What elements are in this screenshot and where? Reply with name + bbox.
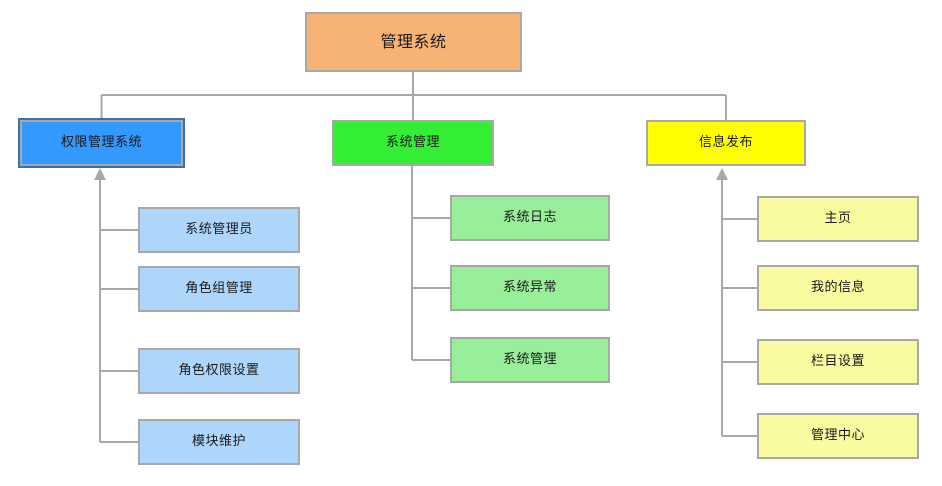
arrowhead-up-icon-permission — [94, 168, 106, 180]
node-publish[interactable]: 信息发布 — [646, 120, 806, 166]
node-label: 系统管理 — [385, 134, 440, 150]
node-system[interactable]: 系统管理 — [332, 120, 494, 166]
node-label: 管理系统 — [380, 32, 447, 52]
node-permission-child-0[interactable]: 系统管理员 — [138, 207, 300, 253]
node-label: 系统异常 — [502, 279, 557, 295]
node-label: 管理中心 — [810, 427, 865, 443]
node-label: 我的信息 — [810, 279, 865, 295]
node-permission-child-2[interactable]: 角色权限设置 — [138, 348, 300, 394]
node-label: 信息发布 — [698, 134, 753, 150]
node-label: 栏目设置 — [810, 353, 865, 369]
node-system-child-1[interactable]: 系统异常 — [450, 265, 610, 311]
node-label: 角色权限设置 — [178, 362, 260, 378]
node-label: 权限管理系统 — [60, 134, 142, 150]
node-permission[interactable]: 权限管理系统 — [20, 120, 183, 166]
node-permission-child-1[interactable]: 角色组管理 — [138, 266, 300, 312]
node-label: 主页 — [824, 210, 852, 226]
node-label: 系统日志 — [502, 209, 557, 225]
node-label: 模块维护 — [191, 433, 246, 449]
node-label: 系统管理员 — [185, 221, 253, 237]
node-permission-child-3[interactable]: 模块维护 — [138, 419, 300, 465]
node-system-child-0[interactable]: 系统日志 — [450, 195, 610, 241]
node-publish-child-3[interactable]: 管理中心 — [757, 413, 919, 459]
node-root[interactable]: 管理系统 — [305, 12, 522, 72]
node-system-child-2[interactable]: 系统管理 — [450, 337, 610, 383]
node-publish-child-2[interactable]: 栏目设置 — [757, 339, 919, 385]
arrowhead-up-icon-publish — [716, 168, 728, 180]
node-publish-child-1[interactable]: 我的信息 — [757, 265, 919, 311]
node-label: 系统管理 — [502, 351, 557, 367]
node-label: 角色组管理 — [185, 280, 253, 296]
node-publish-child-0[interactable]: 主页 — [757, 196, 919, 242]
